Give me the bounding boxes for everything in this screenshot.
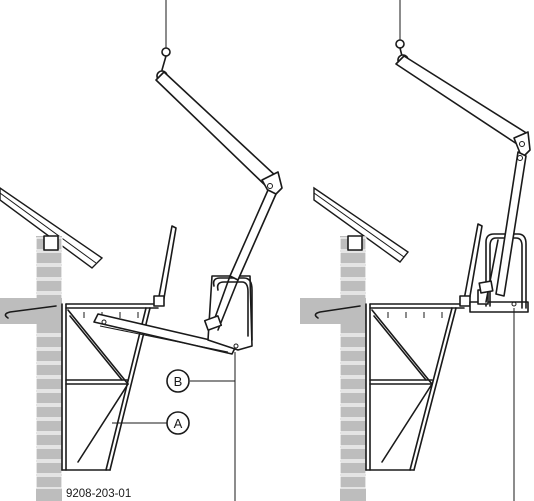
brick-wall-right <box>339 235 367 501</box>
anchor-hook-right <box>314 305 361 319</box>
floor-slab-left <box>0 298 62 324</box>
callout-a-label: A <box>174 416 183 431</box>
reference-number: 9208-203-01 <box>66 488 131 500</box>
left-panel: B A 9208-203-01 <box>0 0 283 501</box>
crane-boom-left <box>155 0 283 331</box>
hinged-flap-left <box>153 225 177 307</box>
callout-a: A <box>166 411 190 435</box>
anchor-hook-left <box>4 305 57 319</box>
roof-right <box>313 186 410 263</box>
callout-b-leader <box>190 352 236 501</box>
right-panel <box>300 0 531 501</box>
callout-b-label: B <box>174 374 183 389</box>
platform-left <box>93 275 253 355</box>
roof-left <box>0 187 104 269</box>
crane-boom-right <box>395 0 531 303</box>
brick-wall-left <box>35 235 63 501</box>
support-frame-left <box>61 303 159 471</box>
support-frame-right <box>365 303 465 471</box>
callout-b: B <box>166 369 190 393</box>
floor-slab-right <box>300 298 366 324</box>
platform-right <box>469 233 529 313</box>
hinged-flap-right <box>459 223 483 307</box>
